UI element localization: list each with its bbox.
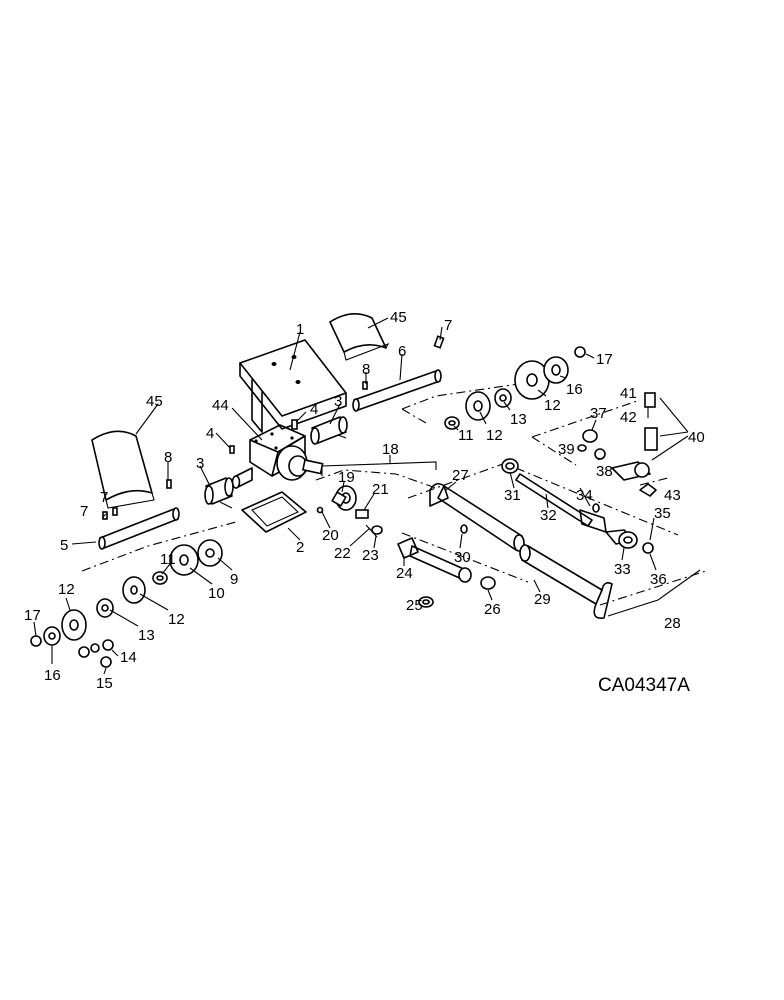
callout-31: 31 bbox=[504, 487, 521, 504]
callout-11-middle: 11 bbox=[160, 551, 176, 568]
callout-15: 15 bbox=[96, 675, 113, 692]
left-sprocket-stack bbox=[30, 576, 146, 668]
lower-tube bbox=[519, 544, 613, 620]
callout-13-upper: 13 bbox=[510, 411, 527, 428]
callout-22: 22 bbox=[334, 545, 351, 562]
callout-16-upper: 16 bbox=[566, 381, 583, 398]
callout-11-upper: 11 bbox=[458, 427, 474, 444]
callout-3-lower: 3 bbox=[196, 455, 204, 472]
callout-38: 38 bbox=[596, 463, 613, 480]
callout-10: 10 bbox=[208, 585, 225, 602]
u-joint-assembly bbox=[316, 485, 383, 538]
callout-5: 5 bbox=[60, 537, 68, 554]
upper-collar bbox=[291, 381, 368, 445]
callout-41: 41 bbox=[620, 385, 637, 402]
callout-39: 39 bbox=[558, 441, 575, 458]
lower-shaft bbox=[98, 479, 180, 550]
callout-12-middle: 12 bbox=[168, 611, 185, 628]
gearbox bbox=[231, 424, 324, 489]
callout-7-lower-b: 7 bbox=[100, 489, 108, 506]
callout-26: 26 bbox=[484, 601, 501, 618]
callout-40: 40 bbox=[688, 429, 705, 446]
callout-13-lower: 13 bbox=[138, 627, 155, 644]
callout-45-lower: 45 bbox=[146, 393, 163, 410]
mounting-plate bbox=[239, 339, 347, 433]
callout-2: 2 bbox=[296, 539, 304, 556]
callout-6: 6 bbox=[398, 343, 406, 360]
callout-19: 19 bbox=[338, 469, 355, 486]
callout-35: 35 bbox=[654, 505, 671, 522]
small-hardware bbox=[577, 392, 658, 497]
callout-7-upper: 7 bbox=[444, 317, 452, 334]
callout-33: 33 bbox=[614, 561, 631, 578]
callout-16-lower: 16 bbox=[44, 667, 61, 684]
middle-sprocket-stack bbox=[152, 539, 223, 585]
callout-12-upper-a: 12 bbox=[486, 427, 503, 444]
callout-8-upper: 8 bbox=[362, 361, 370, 378]
callout-34: 34 bbox=[576, 487, 593, 504]
callout-4-upper: 4 bbox=[310, 401, 318, 418]
callout-27: 27 bbox=[452, 467, 469, 484]
callout-14: 14 bbox=[120, 649, 137, 666]
figure-code: CA04347A bbox=[598, 675, 690, 696]
callout-29: 29 bbox=[534, 591, 551, 608]
callout-21: 21 bbox=[372, 481, 389, 498]
yoke-assembly bbox=[579, 503, 654, 554]
callout-45-upper: 45 bbox=[390, 309, 407, 326]
callout-24: 24 bbox=[396, 565, 413, 582]
callout-17-upper: 17 bbox=[596, 351, 613, 368]
gearbox-base-plate bbox=[241, 491, 307, 533]
callout-37: 37 bbox=[590, 405, 607, 422]
lower-collar bbox=[204, 445, 235, 509]
shield-lower bbox=[91, 430, 155, 509]
callout-43: 43 bbox=[664, 487, 681, 504]
callout-28: 28 bbox=[664, 615, 681, 632]
callout-17-lower: 17 bbox=[24, 607, 41, 624]
callout-30: 30 bbox=[454, 549, 471, 566]
callout-3-upper: 3 bbox=[334, 393, 342, 410]
callouts: 1 45 7 6 8 3 4 44 45 4 3 8 7 7 5 2 18 19… bbox=[24, 309, 705, 696]
callout-20: 20 bbox=[322, 527, 339, 544]
callout-9: 9 bbox=[230, 571, 238, 588]
callout-23: 23 bbox=[362, 547, 379, 564]
upper-shaft bbox=[352, 335, 445, 412]
yoke-tube bbox=[397, 524, 496, 608]
callout-44: 44 bbox=[212, 397, 229, 414]
callout-25: 25 bbox=[406, 597, 423, 614]
upper-sprocket-stack bbox=[444, 346, 586, 430]
callout-7-lower: 7 bbox=[80, 503, 88, 520]
callout-8-lower: 8 bbox=[164, 449, 172, 466]
callout-12-upper-b: 12 bbox=[544, 397, 561, 414]
callout-12-lower: 12 bbox=[58, 581, 75, 598]
callout-18: 18 bbox=[382, 441, 399, 458]
callout-4-lower: 4 bbox=[206, 425, 214, 442]
leader-lines bbox=[33, 317, 701, 675]
callout-42: 42 bbox=[620, 409, 637, 426]
shield-upper bbox=[329, 313, 390, 361]
callout-36: 36 bbox=[650, 571, 667, 588]
callout-32: 32 bbox=[540, 507, 557, 524]
callout-1: 1 bbox=[296, 321, 304, 338]
